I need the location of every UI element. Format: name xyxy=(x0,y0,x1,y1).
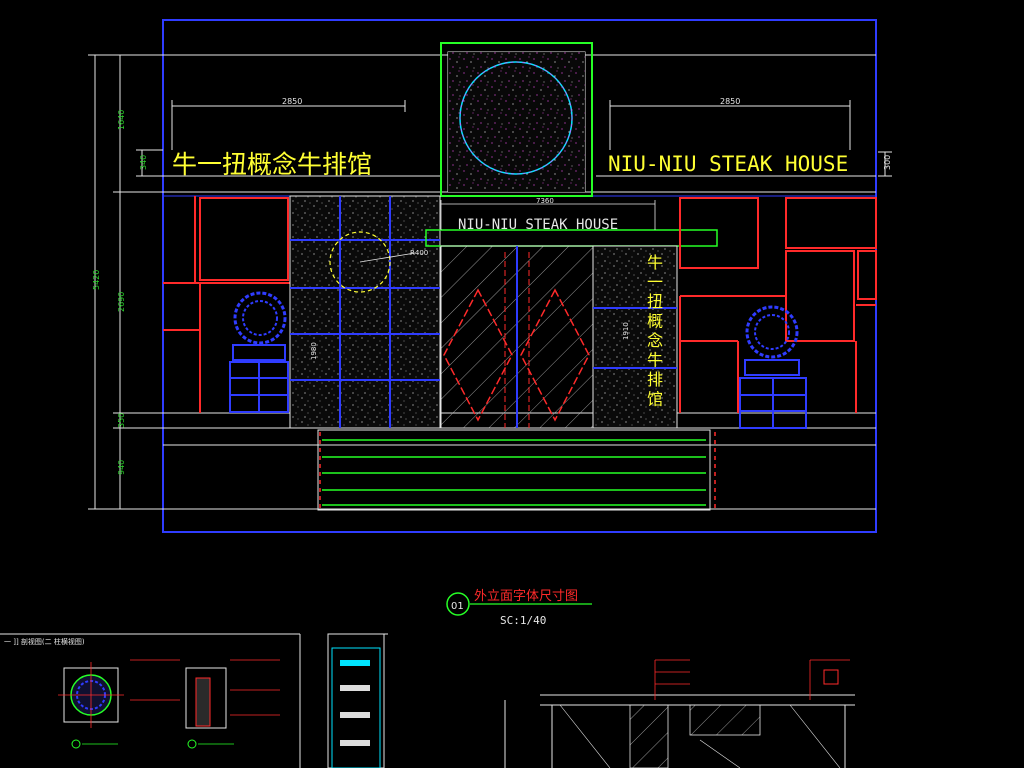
dim-height-wall: 2690 xyxy=(117,292,126,312)
right-window-frames xyxy=(679,197,877,413)
title-block: 01 外立面字体尺寸图 SC:1/40 xyxy=(446,589,592,627)
dim-top-right: 2850 xyxy=(720,97,740,106)
signboard-section-drawing xyxy=(327,633,388,768)
title-number: 01 xyxy=(451,601,464,612)
canopy-sign-text: NIU-NIU STEAK HOUSE xyxy=(458,217,618,233)
left-flower-pot xyxy=(229,291,289,413)
dim-canopy: 7360 xyxy=(536,197,554,205)
left-stone-panel: R400 1980 xyxy=(289,195,441,429)
vertical-sign: 牛一扭概念牛排馆 xyxy=(647,253,663,409)
dim-height-base: 940 xyxy=(117,460,126,475)
dim-panel-right: 1910 xyxy=(622,322,630,340)
title-text: 外立面字体尺寸图 xyxy=(474,589,578,604)
top-dimensions xyxy=(171,100,892,177)
dim-height-plinth: 350 xyxy=(117,413,126,428)
vertical-sign-char: 一 xyxy=(647,273,663,292)
right-flower-pot xyxy=(739,305,807,429)
vertical-sign-char: 馆 xyxy=(647,390,663,409)
vertical-sign-char: 牛 xyxy=(647,253,663,272)
sign-right-english: NIU-NIU STEAK HOUSE xyxy=(608,152,848,176)
left-dimension-chain xyxy=(88,54,163,510)
dim-panel-left: 1980 xyxy=(310,342,318,360)
dim-height-sign: 1640 xyxy=(117,110,126,130)
logo-box xyxy=(440,42,593,197)
vertical-sign-char: 概 xyxy=(647,312,663,331)
entrance-steps xyxy=(317,429,716,511)
vertical-sign-char: 牛 xyxy=(647,351,663,370)
dim-circle-radius: R400 xyxy=(410,249,428,257)
left-window-frames xyxy=(163,196,290,413)
dim-top-left: 2850 xyxy=(282,97,302,106)
title-scale: SC:1/40 xyxy=(500,614,546,627)
dim-text-height-right: 300 xyxy=(883,155,892,170)
dim-text-height-left: 340 xyxy=(139,155,148,170)
detail-left-title: 一 ]] 剖视图(二 柱横视图) xyxy=(4,637,85,646)
facade-section-drawing xyxy=(504,659,855,768)
vertical-sign-char: 扭 xyxy=(647,292,663,311)
right-stone-panel: 1910 xyxy=(592,245,678,429)
vertical-sign-char: 念 xyxy=(647,331,663,350)
column-detail-drawing: 一 ]] 剖视图(二 柱横视图) xyxy=(0,633,301,768)
vertical-sign-char: 排 xyxy=(647,370,663,389)
dim-height-total: 5420 xyxy=(92,270,101,290)
sign-left-chinese: 牛一扭概念牛排馆 xyxy=(172,150,372,179)
elevation-frame xyxy=(162,19,877,533)
entrance-doors xyxy=(440,245,594,429)
